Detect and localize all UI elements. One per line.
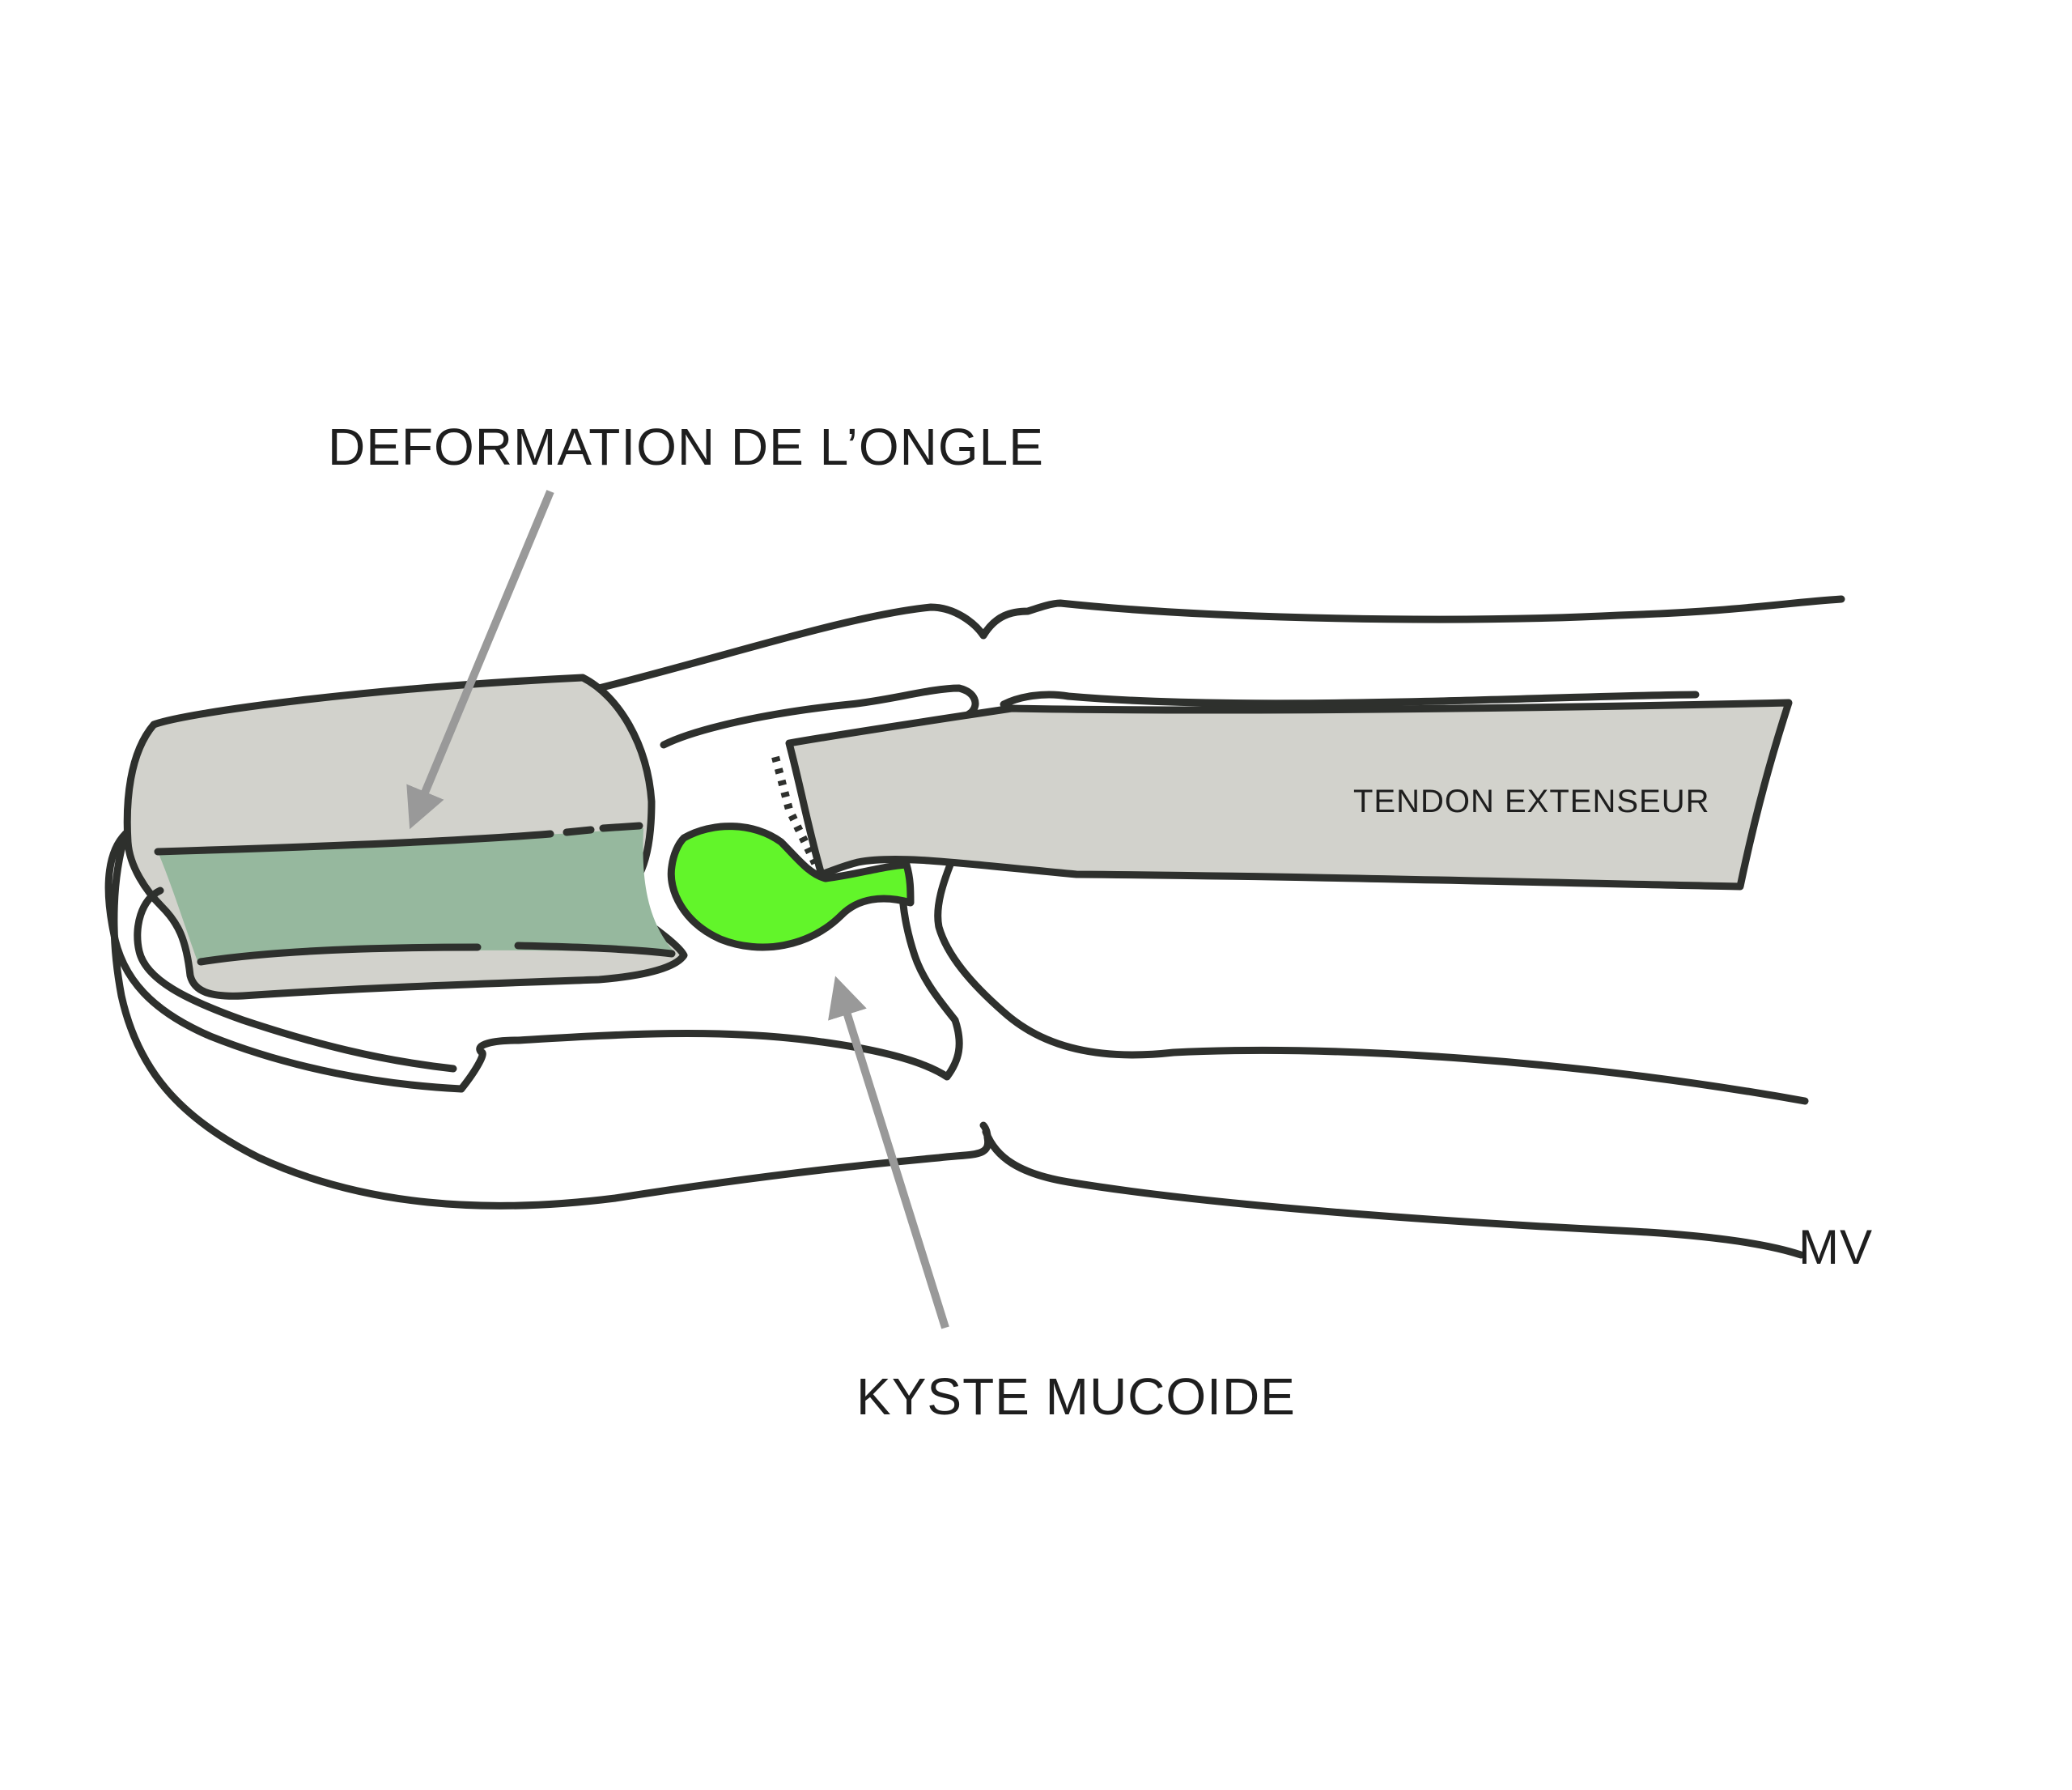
author-signature: MV xyxy=(1798,1220,1873,1274)
extensor-tendon-label: TENDON EXTENSEUR xyxy=(1353,784,1710,819)
tendon-sheath-line xyxy=(1000,691,1700,708)
nail-bed-upper-line xyxy=(154,822,643,856)
middle-phalanx-lower xyxy=(457,886,963,1093)
nail-bed-lower-line xyxy=(197,942,676,966)
palmar-skin-contour xyxy=(110,830,992,1210)
mucoid-cyst-label: KYSTE MUCOIDE xyxy=(856,1367,1296,1426)
nail-fold-contour xyxy=(104,830,465,1093)
mucoid-cyst xyxy=(667,823,915,951)
middle-phalanx-head xyxy=(934,852,1809,1105)
nail-bed xyxy=(158,828,676,963)
extensor-tendon xyxy=(785,699,1793,891)
palmar-skin-contour-2 xyxy=(982,1128,1805,1259)
mucoid-cyst-arrow xyxy=(828,976,949,1329)
dorsal-skin-contour xyxy=(595,595,1845,692)
nail-deformation-arrow xyxy=(406,490,554,830)
inner-fold-curl xyxy=(134,886,457,1073)
nail-deformation-label: DEFORMATION DE L’ONGLE xyxy=(328,418,1044,476)
